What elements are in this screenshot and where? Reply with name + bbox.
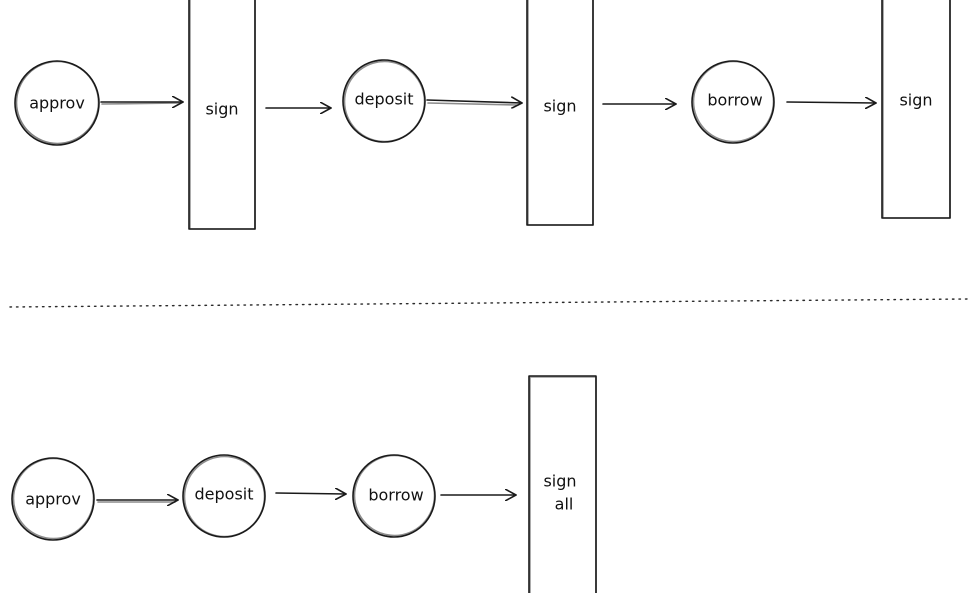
bottom-arrow-approve-to-deposit — [96, 500, 179, 502]
section-divider — [9, 298, 969, 308]
top-sign-3-rect — [881, 0, 951, 219]
top-approve-label: approv — [29, 94, 85, 113]
bottom-sign-all-label-line1: sign — [543, 472, 576, 491]
top-sign-1-node: sign — [188, 0, 256, 230]
top-sign-1-label: sign — [205, 100, 238, 119]
top-deposit-label: deposit — [355, 90, 414, 109]
bottom-deposit-node: deposit — [182, 454, 266, 538]
top-arrow-approve-to-sign — [100, 102, 184, 104]
top-sign-2-label: sign — [543, 97, 576, 116]
bottom-approve-label: approv — [25, 490, 81, 509]
bottom-flow: approv deposit borrow — [11, 375, 597, 593]
bottom-sign-all-rect — [528, 375, 597, 593]
bottom-approve-node: approv — [11, 457, 95, 541]
top-flow: approv sign deposit — [14, 0, 951, 230]
top-sign-3-label: sign — [899, 91, 932, 110]
top-approve-node: approv — [14, 60, 100, 146]
bottom-borrow-label: borrow — [368, 486, 423, 505]
top-deposit-node: deposit — [342, 59, 426, 143]
bottom-borrow-node: borrow — [352, 454, 436, 538]
bottom-deposit-label: deposit — [195, 485, 254, 504]
top-sign-2-rect — [526, 0, 594, 226]
bottom-sign-all-node: sign all — [528, 375, 597, 593]
top-arrow-deposit-to-sign — [426, 100, 523, 105]
top-borrow-label: borrow — [707, 91, 762, 110]
bottom-sign-all-label-line2: all — [555, 495, 574, 514]
top-sign-2-node: sign — [526, 0, 594, 226]
top-arrow-borrow-to-sign — [786, 102, 877, 103]
top-borrow-node: borrow — [691, 60, 775, 144]
bottom-arrow-deposit-to-borrow — [275, 493, 347, 494]
top-sign-1-rect — [188, 0, 256, 230]
top-sign-3-node: sign — [881, 0, 951, 219]
